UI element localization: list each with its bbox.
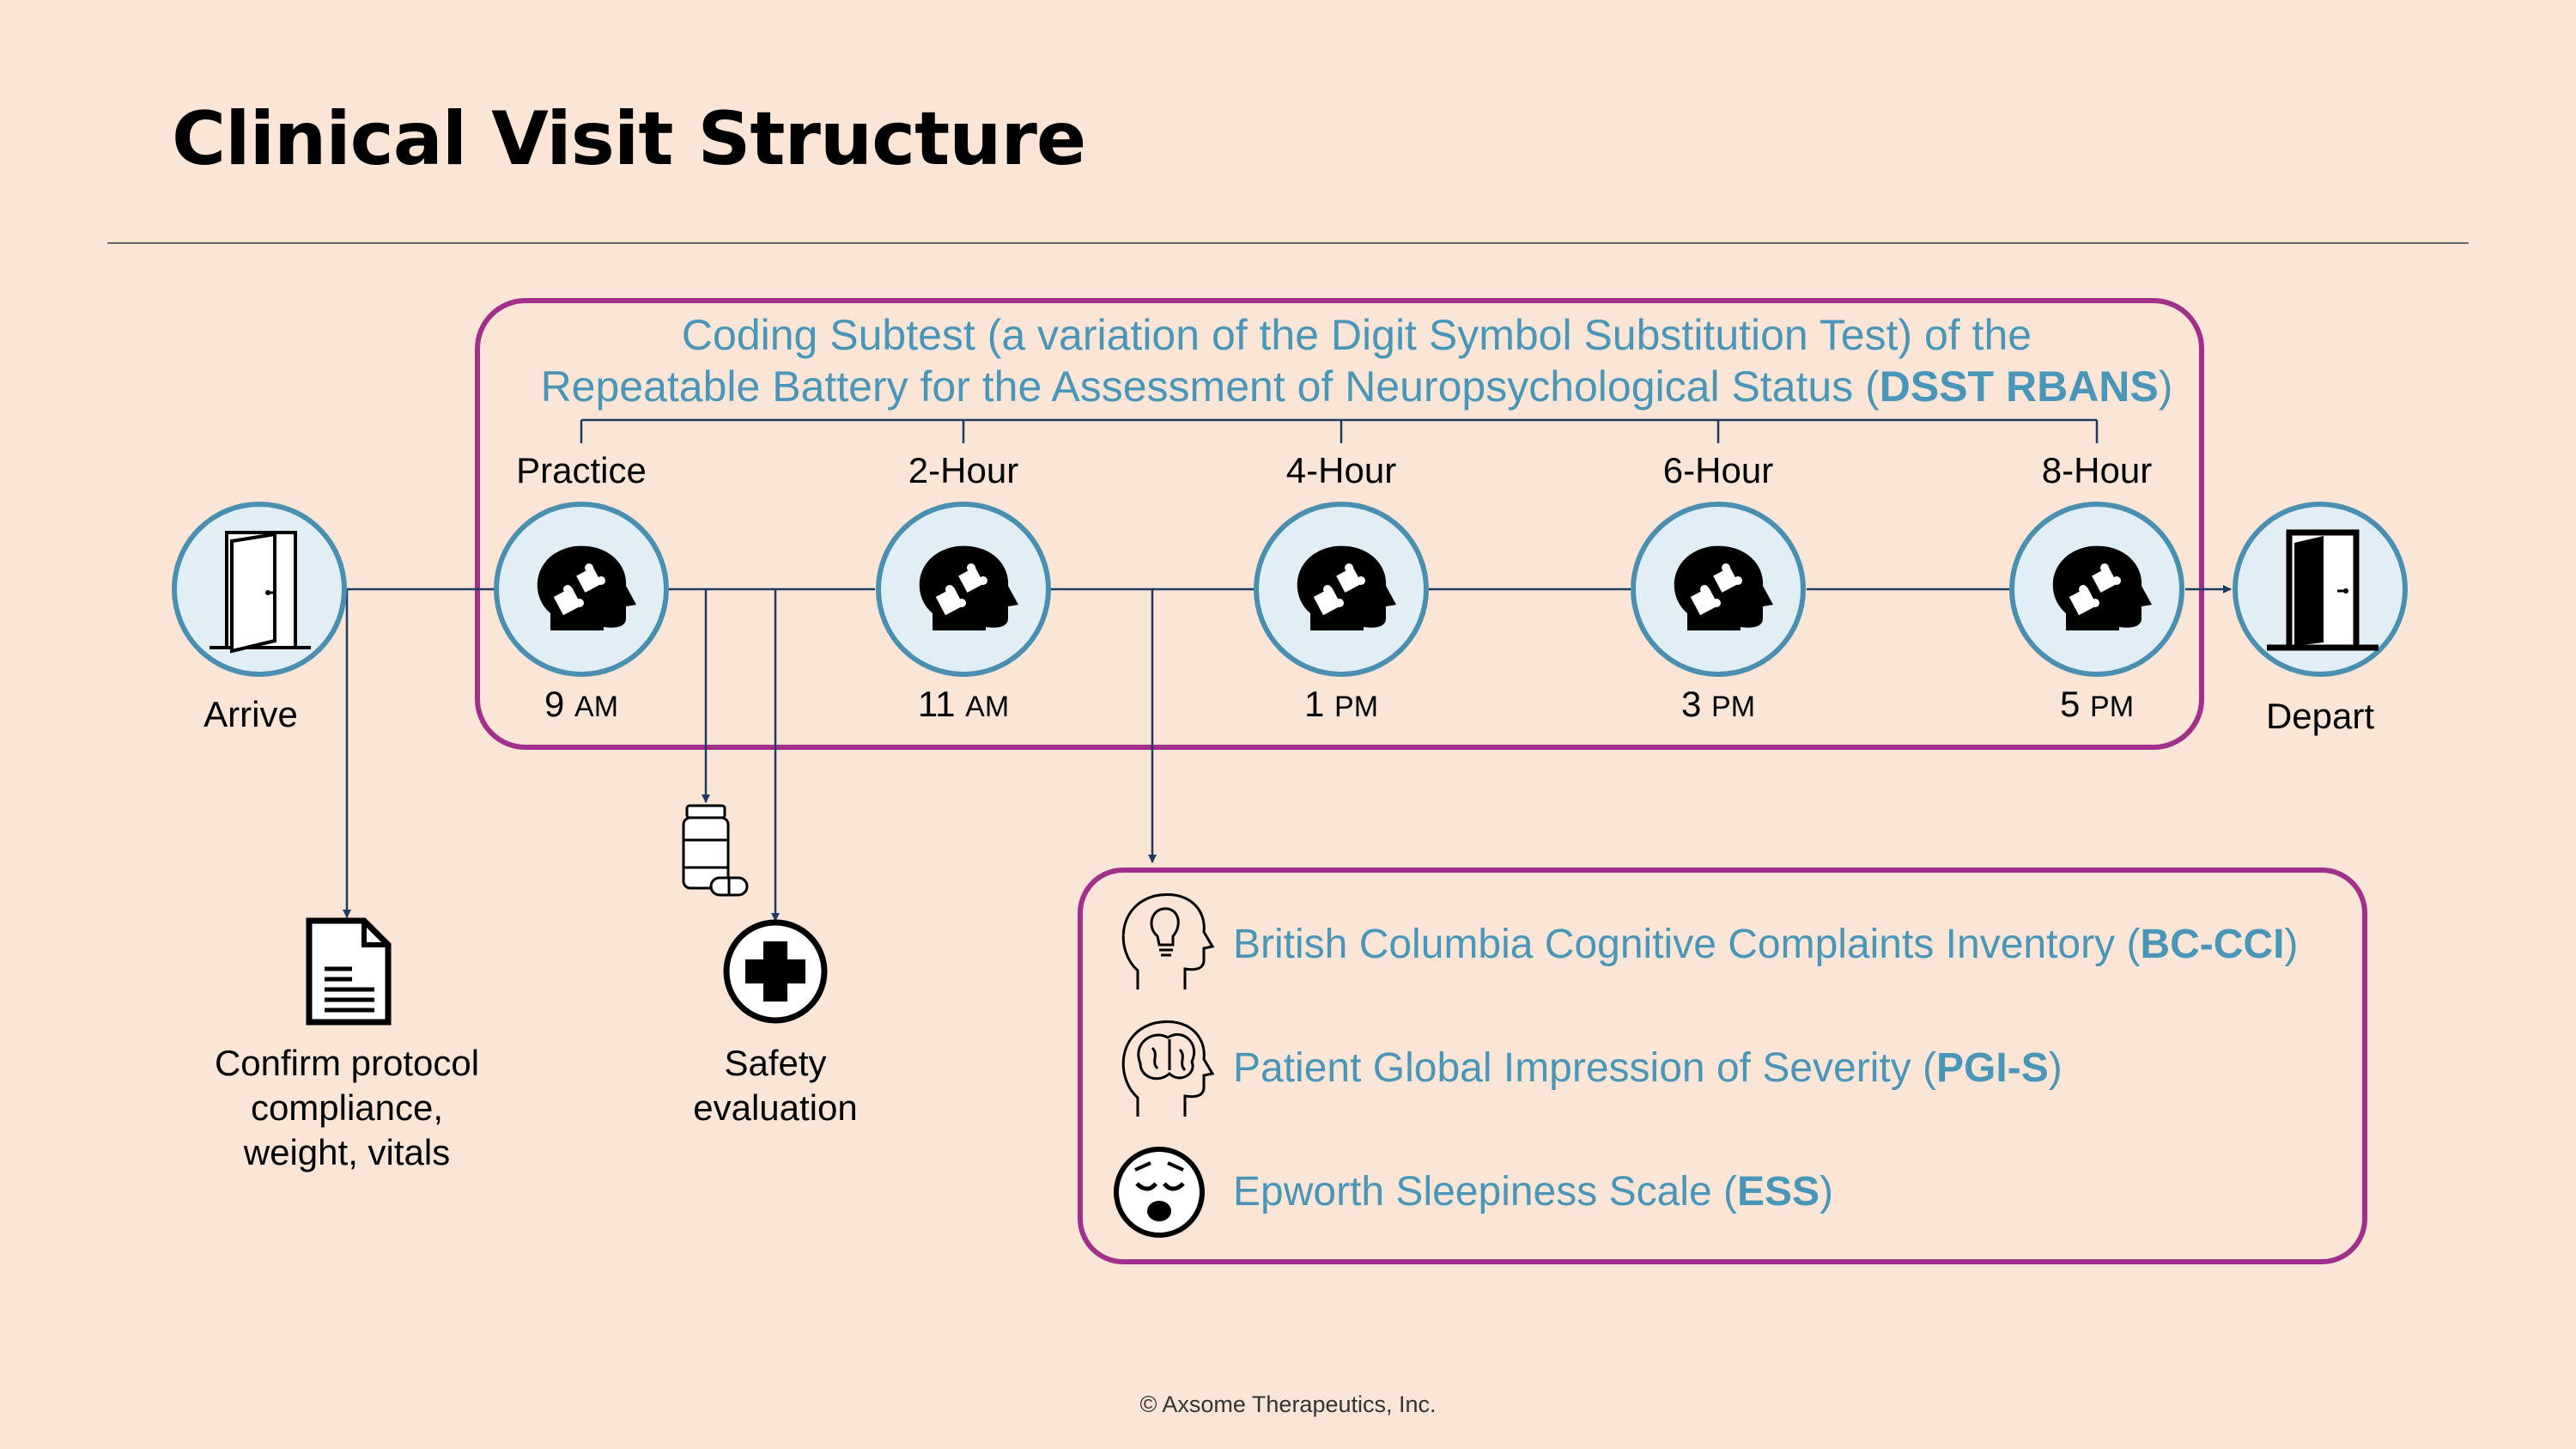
timepoint-time: 5 PM [2059, 684, 2135, 724]
timepoint-time: 1 PM [1303, 684, 1379, 724]
assessment-box [1078, 868, 2367, 1264]
dsst-title-line1: Coding Subtest (a variation of the Digit… [681, 311, 2032, 359]
medical-cross-icon [723, 919, 828, 1024]
lightbulb-head-icon [1121, 893, 1215, 989]
safety-caption: Safety evaluation [693, 1043, 858, 1128]
arrive-label: Arrive [204, 694, 298, 734]
depart-door-icon [2233, 502, 2408, 677]
dsst-title-line2: Repeatable Battery for the Assessment of… [540, 362, 2173, 411]
connector-arrows [343, 589, 1157, 922]
timepoint-time: 9 AM [544, 684, 619, 724]
sleepy-face-icon [1114, 1147, 1205, 1238]
dsst-title: Coding Subtest (a variation of the Digit… [481, 309, 2233, 412]
brain-puzzle-icon [1254, 502, 1429, 677]
timepoint-label: Practice [516, 450, 647, 490]
timepoint-label: 2-Hour [908, 450, 1019, 490]
dsst-bracket [580, 418, 2099, 443]
protocol-caption: Confirm protocol compliance, weight, vit… [214, 1043, 480, 1172]
brain-puzzle-icon [1631, 502, 1806, 677]
timepoint-label: 4-Hour [1285, 450, 1397, 490]
assessment-ess: Epworth Sleepiness Scale (ESS) [1233, 1169, 1833, 1215]
brain-puzzle-icon [2009, 502, 2184, 677]
pill-bottle-icon [682, 804, 749, 897]
document-icon [306, 917, 392, 1026]
dsst-abbreviation: DSST RBANS [1879, 362, 2159, 411]
brain-head-icon [1121, 1020, 1215, 1117]
timepoint-label: 6-Hour [1662, 450, 1774, 490]
timepoint-time: 11 AM [917, 684, 1010, 724]
timepoint-time: 3 PM [1680, 684, 1756, 724]
assessment-bc-cci: British Columbia Cognitive Complaints In… [1233, 922, 2299, 967]
brain-puzzle-icon [494, 502, 669, 677]
dsst-box [475, 298, 2204, 750]
page-title: Clinical Visit Structure [172, 96, 1086, 182]
brain-puzzle-icon [876, 502, 1051, 677]
timepoint-label: 8-Hour [2041, 450, 2153, 490]
arrive-door-icon [172, 502, 347, 677]
depart-label: Depart [2265, 696, 2375, 736]
assessment-pgi-s: Patient Global Impression of Severity (P… [1233, 1045, 2063, 1091]
copyright: © Axsome Therapeutics, Inc. [1139, 1391, 1437, 1417]
